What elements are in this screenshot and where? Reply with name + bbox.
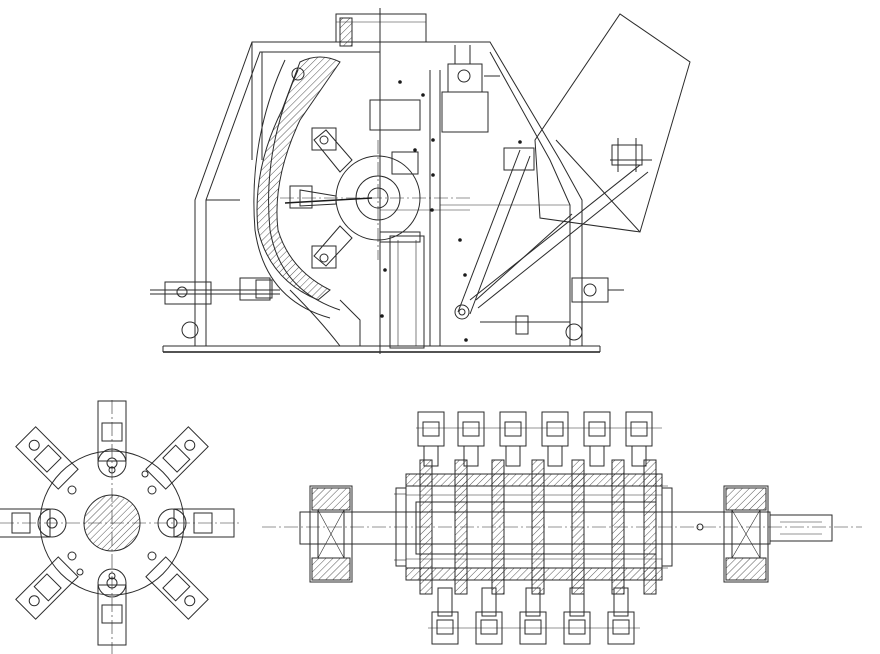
rotor-shaft-longitudinal-section [262, 411, 862, 645]
crusher-side-section [150, 8, 691, 354]
rotor-end-view [0, 400, 240, 654]
